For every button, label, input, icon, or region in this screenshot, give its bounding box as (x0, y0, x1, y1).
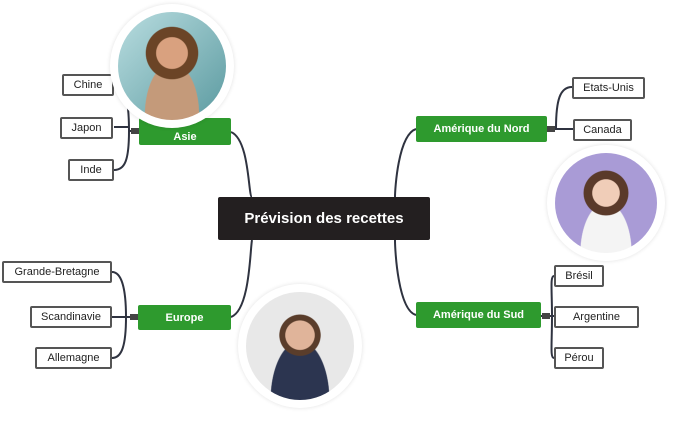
branch-north-america[interactable]: Amérique du Nord (416, 116, 547, 142)
leaf-canada[interactable]: Canada (573, 119, 632, 141)
leaf-allemagne[interactable]: Allemagne (35, 347, 112, 369)
collapse-toggle[interactable] (547, 126, 555, 132)
avatar-man-europe (238, 284, 362, 408)
central-topic[interactable]: Prévision des recettes (218, 197, 430, 240)
leaf-argentine[interactable]: Argentine (554, 306, 639, 328)
leaf-scandinavie[interactable]: Scandinavie (30, 306, 112, 328)
avatar-woman-north-america (547, 145, 665, 261)
avatar-woman-asia (110, 4, 234, 128)
collapse-toggle[interactable] (130, 314, 138, 320)
collapse-toggle[interactable] (131, 128, 139, 134)
leaf-grande-bretagne[interactable]: Grande-Bretagne (2, 261, 112, 283)
leaf-perou[interactable]: Pérou (554, 347, 604, 369)
leaf-bresil[interactable]: Brésil (554, 265, 604, 287)
branch-south-america[interactable]: Amérique du Sud (416, 302, 541, 328)
leaf-inde[interactable]: Inde (68, 159, 114, 181)
leaf-etats-unis[interactable]: Etats-Unis (572, 77, 645, 99)
branch-asia-label: Asie (173, 131, 197, 143)
branch-europe[interactable]: Europe (138, 305, 231, 330)
leaf-chine[interactable]: Chine (62, 74, 114, 96)
leaf-japon[interactable]: Japon (60, 117, 113, 139)
collapse-toggle[interactable] (542, 313, 550, 319)
